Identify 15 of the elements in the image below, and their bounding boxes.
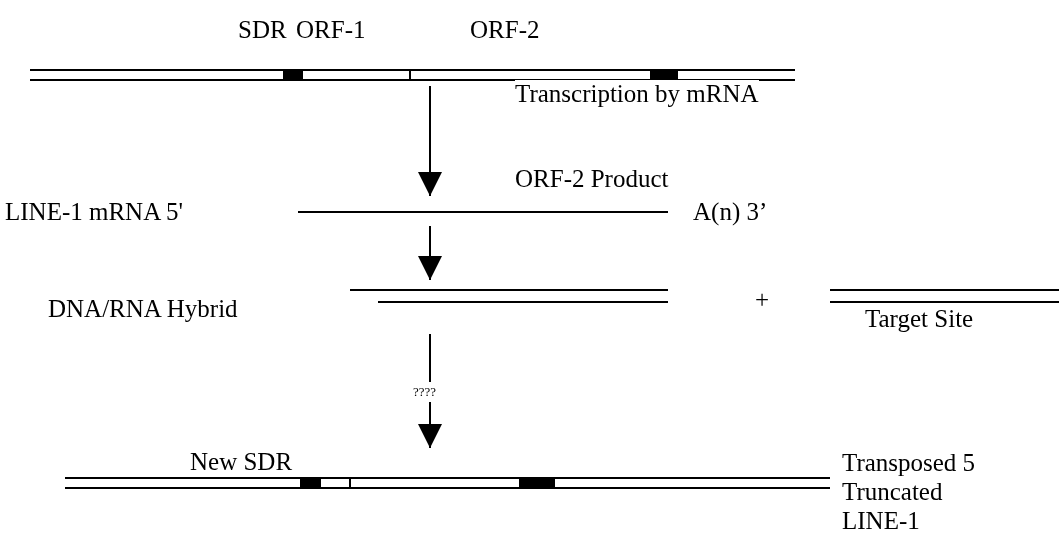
strand-label: A(n) 3’ [693,197,768,226]
arrow [418,333,442,449]
strand-label: Transposed 5 Truncated LINE-1 [842,448,977,535]
part-label: ORF-1 [296,16,366,44]
plus-sign: + [755,286,770,314]
edge-label: Transcription by mRNA [515,80,759,108]
arrow [418,225,442,281]
strand-label: Target Site [865,304,974,333]
part-label: SDR [238,16,287,44]
strand-label: DNA/RNA Hybrid [48,294,238,323]
strand-label: LINE-1 mRNA 5' [5,197,184,226]
arrow [418,85,442,197]
part-label: ORF-2 [470,16,540,44]
part-label: New SDR [190,448,293,476]
edge-label: ???? [413,382,437,402]
